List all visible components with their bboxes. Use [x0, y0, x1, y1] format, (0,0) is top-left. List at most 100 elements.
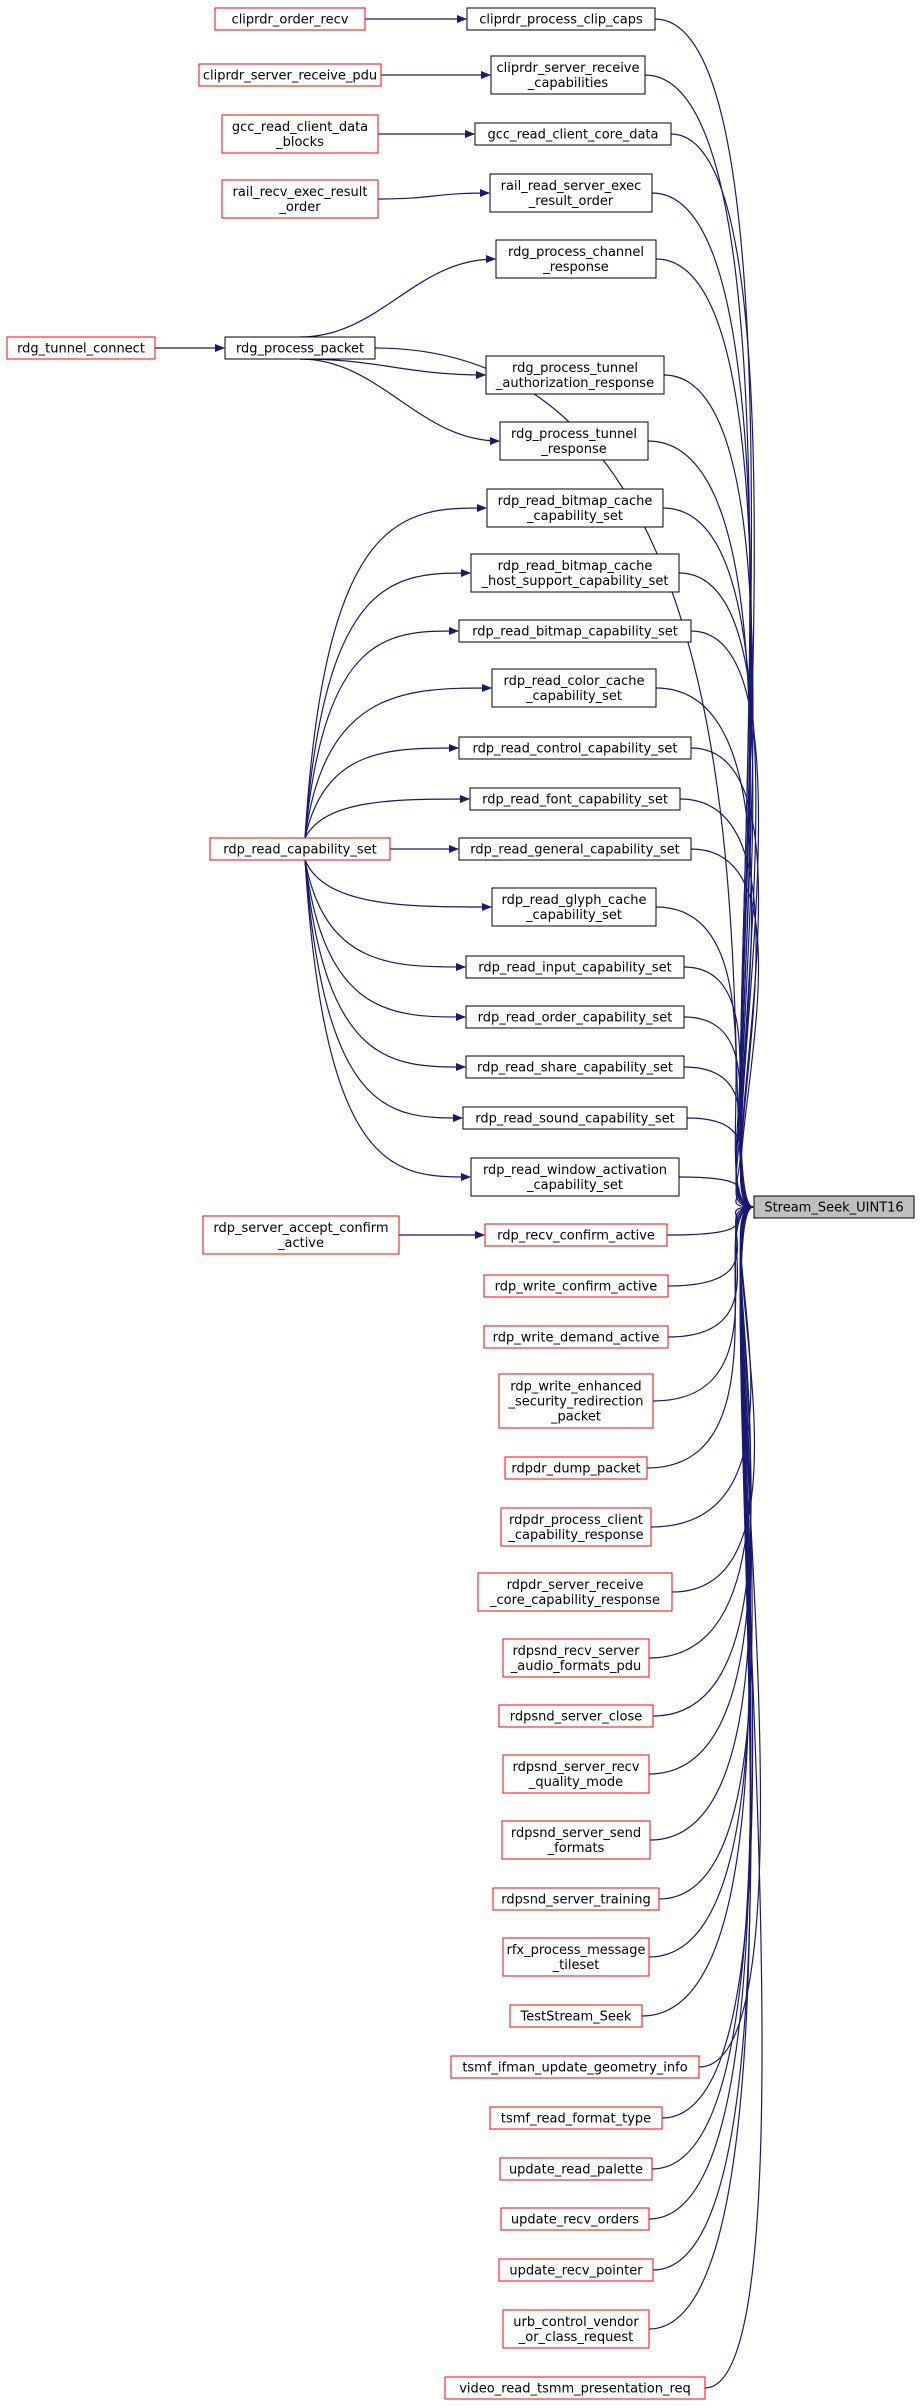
node-cliprdr-process-clip-caps[interactable]: cliprdr_process_clip_caps: [466, 7, 656, 31]
edge-rdp_read_share_capability_set-to-stream-seek-uint16: [683, 1066, 754, 1211]
edge-rdpdr_process_client_capability_response-to-stream-seek-uint16: [650, 1203, 754, 1528]
node-cliprdr-server-receive-capabilities[interactable]: cliprdr_server_receive_capabilities: [490, 55, 646, 95]
node-rdp-read-order-capability-set[interactable]: rdp_read_order_capability_set: [465, 1005, 685, 1029]
node-label: _capability_response: [507, 1528, 643, 1543]
node-label: cliprdr_server_receive: [497, 61, 640, 76]
node-label: TestStream_Seek: [520, 2010, 632, 2025]
node-cliprdr-server-receive-pdu[interactable]: cliprdr_server_receive_pdu: [198, 63, 382, 87]
edge-rdp_write_demand_active-to-stream-seek-uint16: [667, 1203, 754, 1338]
node-tsmf-ifman-update-geometry-info[interactable]: tsmf_ifman_update_geometry_info: [450, 2055, 700, 2079]
node-label: rdg_process_packet: [236, 342, 364, 357]
edge-rail_recv_exec_result_order-to-rail_read_server_exec_result_order: [377, 189, 490, 200]
node-box: [469, 787, 681, 811]
edge-rdp_read_capability_set-to-rdp_read_sound_capability_set: [304, 859, 463, 1122]
node-box: [498, 1704, 654, 1728]
node-box: [501, 1820, 651, 1860]
node-label: rdp_read_color_cache: [504, 674, 645, 689]
node-rdpdr-process-client-capability-response[interactable]: rdpdr_process_client_capability_response: [500, 1507, 652, 1547]
node-rdg-process-packet[interactable]: rdg_process_packet: [224, 336, 376, 360]
node-rdp-read-capability-set[interactable]: rdp_read_capability_set: [209, 837, 391, 861]
node-label: rdp_recv_confirm_active: [497, 1229, 655, 1244]
node-rdpsnd-server-recv-quality-mode[interactable]: rdpsnd_server_recv_quality_mode: [502, 1754, 650, 1794]
node-urb-control-vendor-or-class-request[interactable]: urb_control_vendor_or_class_request: [502, 2309, 650, 2349]
node-rdp-read-window-activation-capability-set[interactable]: rdp_read_window_activation_capability_se…: [470, 1157, 680, 1197]
node-box: [502, 2309, 650, 2349]
node-rdpsnd-server-training[interactable]: rdpsnd_server_training: [492, 1887, 660, 1911]
node-box: [470, 553, 680, 593]
node-update-read-palette[interactable]: update_read_palette: [499, 2157, 653, 2181]
node-rdg-process-tunnel-authorization-response[interactable]: rdg_process_tunnel_authorization_respons…: [485, 355, 665, 395]
node-cliprdr-order-recv[interactable]: cliprdr_order_recv: [214, 7, 366, 31]
node-label: rdpsnd_server_send: [511, 1826, 641, 1841]
node-label: cliprdr_process_clip_caps: [479, 13, 643, 28]
node-video-read-tsmm-presentation-req[interactable]: video_read_tsmm_presentation_req: [444, 2376, 706, 2400]
node-rdpsnd-recv-server-audio-formats-pdu[interactable]: rdpsnd_recv_server_audio_formats_pdu: [502, 1638, 650, 1678]
node-label: rdp_read_general_capability_set: [470, 843, 679, 858]
node-rdpsnd-server-send-formats[interactable]: rdpsnd_server_send_formats: [501, 1820, 651, 1860]
node-rdg-process-channel-response[interactable]: rdg_process_channel_response: [495, 239, 657, 279]
node-rdp-read-color-cache-capability-set[interactable]: rdp_read_color_cache_capability_set: [491, 668, 657, 708]
node-label: _result_order: [528, 194, 614, 209]
node-target[interactable]: Stream_Seek_UINT16: [753, 1195, 915, 1219]
node-label: _response: [542, 260, 609, 275]
node-rdp-recv-confirm-active[interactable]: rdp_recv_confirm_active: [484, 1223, 668, 1247]
node-rdg-process-tunnel-response[interactable]: rdg_process_tunnel_response: [499, 421, 649, 461]
node-box: [6, 336, 156, 360]
node-rdpsnd-server-close[interactable]: rdpsnd_server_close: [498, 1704, 654, 1728]
node-rdp-read-general-capability-set[interactable]: rdp_read_general_capability_set: [458, 837, 692, 861]
edge-rdp_read_window_activation_capability_set-to-stream-seek-uint16: [678, 1176, 754, 1211]
node-box: [483, 1325, 669, 1349]
node-box: [214, 7, 366, 31]
node-rdp-read-glyph-cache-capability-set[interactable]: rdp_read_glyph_cache_capability_set: [491, 887, 657, 927]
edge-rdp_write_enhanced_security_redirection_packet-to-stream-seek-uint16: [652, 1203, 754, 1402]
node-teststream-seek[interactable]: TestStream_Seek: [509, 2004, 643, 2028]
node-label: _quality_mode: [528, 1775, 623, 1790]
node-box: [500, 1507, 652, 1547]
node-rdpdr-dump-packet[interactable]: rdpdr_dump_packet: [504, 1456, 648, 1480]
node-label: gcc_read_client_core_data: [488, 128, 659, 143]
node-rail-read-server-exec-result-order[interactable]: rail_read_server_exec_result_order: [489, 173, 653, 213]
node-rdp-read-share-capability-set[interactable]: rdp_read_share_capability_set: [465, 1055, 685, 1079]
node-gcc-read-client-core-data[interactable]: gcc_read_client_core_data: [474, 122, 672, 146]
edges-layer: [155, 15, 763, 2389]
node-label: rdg_tunnel_connect: [17, 342, 145, 357]
node-update-recv-orders[interactable]: update_recv_orders: [500, 2207, 650, 2231]
node-label: rdpsnd_server_close: [510, 1710, 643, 1725]
node-label: rdpsnd_server_training: [501, 1893, 650, 1908]
node-box: [495, 239, 657, 279]
edge-rdpsnd_server_training-to-stream-seek-uint16: [658, 1203, 754, 1900]
node-box: [462, 1106, 688, 1130]
node-label: video_read_tsmm_presentation_req: [459, 2382, 691, 2397]
node-gcc-read-client-data-blocks[interactable]: gcc_read_client_data_blocks: [221, 114, 379, 154]
node-rdp-server-accept-confirm-active[interactable]: rdp_server_accept_confirm_active: [202, 1215, 400, 1255]
node-rdp-read-sound-capability-set[interactable]: rdp_read_sound_capability_set: [462, 1106, 688, 1130]
node-rdg-tunnel-connect[interactable]: rdg_tunnel_connect: [6, 336, 156, 360]
node-box: [465, 955, 685, 979]
node-rail-recv-exec-result-order[interactable]: rail_recv_exec_result_order: [221, 179, 379, 219]
edge-video_read_tsmm_presentation_req-to-stream-seek-uint16: [704, 1203, 763, 2389]
edge-rdp_read_capability_set-to-rdp_read_bitmap_cache_host_support_capability_set: [304, 569, 471, 839]
node-label: _blocks: [275, 135, 324, 150]
node-rdp-write-enhanced-security-redirection-packet[interactable]: rdp_write_enhanced_security_redirection_…: [498, 1373, 654, 1429]
node-rdp-read-input-capability-set[interactable]: rdp_read_input_capability_set: [465, 955, 685, 979]
node-rdp-read-bitmap-cache-host-support-capability-set[interactable]: rdp_read_bitmap_cache_host_support_capab…: [470, 553, 680, 593]
node-rdp-write-demand-active[interactable]: rdp_write_demand_active: [483, 1325, 669, 1349]
node-rdp-write-confirm-active[interactable]: rdp_write_confirm_active: [483, 1274, 669, 1298]
edge-rdp_read_capability_set-to-rdp_read_share_capability_set: [304, 859, 466, 1071]
edge-rdp_read_capability_set-to-rdp_read_window_activation_capability_set: [304, 859, 471, 1181]
node-rdp-read-control-capability-set[interactable]: rdp_read_control_capability_set: [458, 736, 692, 760]
node-box: [221, 114, 379, 154]
node-rdp-read-bitmap-cache-capability-set[interactable]: rdp_read_bitmap_cache_capability_set: [486, 488, 664, 528]
node-rfx-process-message-tileset[interactable]: rfx_process_message_tileset: [502, 1937, 650, 1977]
node-box: [486, 488, 664, 528]
node-tsmf-read-format-type[interactable]: tsmf_read_format_type: [489, 2106, 663, 2130]
node-box: [221, 179, 379, 219]
node-rdp-read-bitmap-capability-set[interactable]: rdp_read_bitmap_capability_set: [458, 619, 692, 643]
node-label: rdpsnd_server_recv: [513, 1760, 640, 1775]
node-box: [502, 1754, 650, 1794]
edge-rdg_process_packet-to-rdg_process_tunnel_authorization_response: [299, 358, 486, 379]
node-rdpdr-server-receive-core-capability-response[interactable]: rdpdr_server_receive_core_capability_res…: [477, 1572, 673, 1612]
node-box: [491, 887, 657, 927]
node-update-recv-pointer[interactable]: update_recv_pointer: [498, 2258, 654, 2282]
node-rdp-read-font-capability-set[interactable]: rdp_read_font_capability_set: [469, 787, 681, 811]
